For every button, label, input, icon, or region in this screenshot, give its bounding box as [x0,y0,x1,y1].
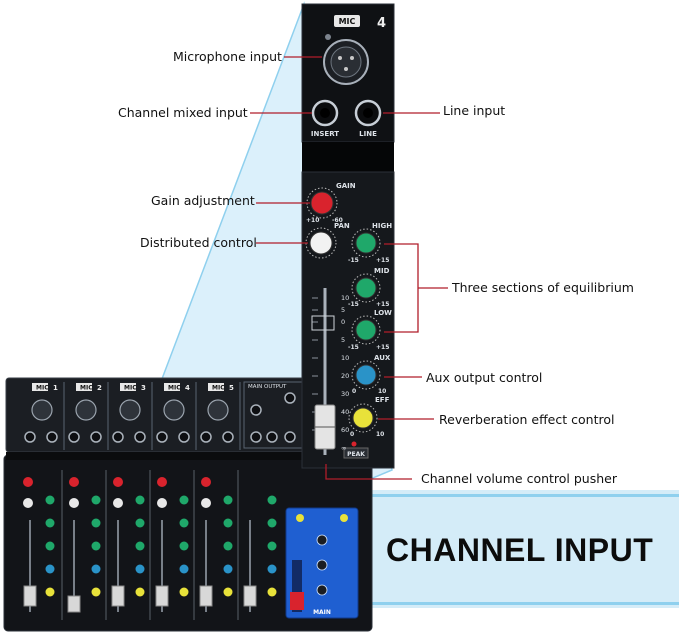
fader-scale: 10 5 0 5 10 20 30 40 60 ∞ [341,294,349,452]
mixer-channel-badge-bg [76,383,92,391]
strip-eq-min-mid: -15 [348,301,359,308]
callout-microphone-input: Microphone input [173,49,282,64]
callout-line-input: Line input [443,103,506,118]
mixer-channel-number: 1 [53,384,58,392]
strip-mid-label: MID [374,267,390,275]
strip-pan-label: PAN [334,222,350,230]
mixer-channel-badges: MIC 1 MIC 2 MIC 3 MIC 4 MIC 5 [32,383,234,392]
mixer-channel-badge-bg [208,383,224,391]
strip-gain-min: +10 [306,217,319,224]
page-title: CHANNEL INPUT [386,532,654,568]
mixer-channel-number: 3 [141,384,146,392]
fader-scale-label: 40 [341,408,349,416]
strip-aux-max: 10 [378,388,386,395]
mixer-channel-badge: MIC [124,385,137,392]
high-eq-knob [351,228,381,258]
strip-eq-max-high: +15 [376,257,389,264]
callout-channel-mixed-input: Channel mixed input [118,105,248,120]
strip-aux-min: 0 [352,388,356,395]
fader-scale-label: 10 [341,294,349,302]
title-band [372,490,679,608]
fader-scale-label: ∞ [341,444,346,452]
mixer-channel-number: 4 [185,384,190,392]
mixer-faders [23,520,257,613]
mixer-channel-badge-bg [120,383,136,391]
strip-eff-min: 0 [350,431,354,438]
strip-channel-number: 4 [377,16,386,31]
callout-aux-output-control: Aux output control [426,370,543,385]
callout-gain-adjustment: Gain adjustment [151,193,255,208]
mixer-channel-number: 2 [97,384,102,392]
aux-knob [351,360,381,390]
callout-three-sections: Three sections of equilibrium [452,280,634,295]
fader-scale-label: 60 [341,426,349,434]
mixer-channel-badge: MIC [80,385,93,392]
strip-high-label: HIGH [372,222,392,230]
callout-distributed-control: Distributed control [140,235,257,250]
mixer-channel-number: 5 [229,384,234,392]
fader-scale-label: 30 [341,390,349,398]
fader-scale-label: 0 [341,318,345,326]
channel-strip [301,3,395,469]
strip-eff-max: 10 [376,431,384,438]
callout-lines [250,56,448,480]
strip-peak-label: PEAK [347,451,365,458]
callout-reverberation-effect-control: Reverberation effect control [439,412,615,427]
strip-eq-min-high: -15 [348,257,359,264]
strip-low-label: LOW [374,309,392,317]
title-band-top-rule [372,494,679,497]
strip-mic-badge: MIC [339,17,356,26]
fader-scale-label: 10 [341,354,349,362]
main-output-label: MAIN OUTPUT [248,384,287,390]
mid-eq-knob [351,273,381,303]
mixer-channel-badge: MIC [168,385,181,392]
strip-gain-max: -60 [332,217,343,224]
fader-scale-label: 20 [341,372,349,380]
title-band-bottom-rule [372,602,679,605]
mixer-channel-badge-bg [32,383,48,391]
main-section-label: MAIN [313,609,331,616]
strip-insert-label: INSERT [311,130,339,138]
mixer-knobs [23,477,277,597]
mixer-body [3,377,373,632]
strip-aux-label: AUX [374,354,391,362]
callout-channel-volume-pusher: Channel volume control pusher [421,471,617,486]
mixer-channel-badge-bg [164,383,180,391]
fader-scale-label: 5 [341,336,345,344]
strip-eq-max-mid: +15 [376,301,389,308]
strip-line-label: LINE [359,130,377,138]
mixer-channel-badge: MIC [212,385,225,392]
eff-knob [348,403,378,433]
mixer-channel-badge: MIC [36,385,49,392]
strip-eff-label: EFF [375,396,390,404]
strip-eq-min-low: -15 [348,344,359,351]
strip-gain-label: GAIN [336,182,356,190]
strip-eq-max-low: +15 [376,344,389,351]
low-eq-knob [351,315,381,345]
fader-scale-label: 5 [341,306,345,314]
